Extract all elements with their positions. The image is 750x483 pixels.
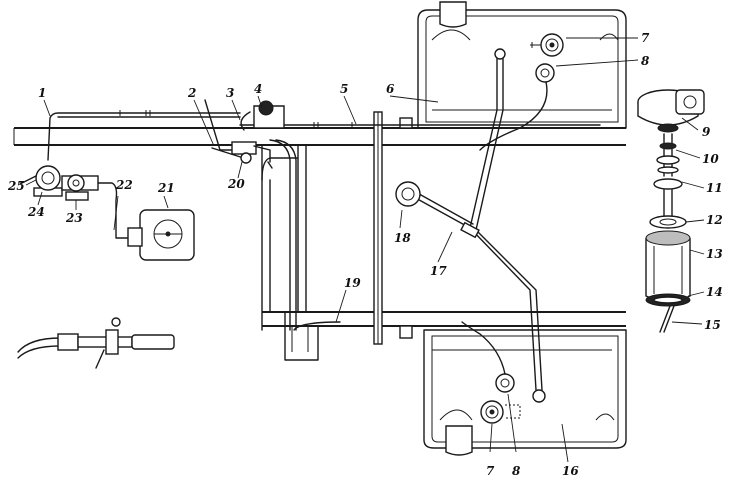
frame-rail-bottom <box>262 311 626 327</box>
callout-18: 18 <box>394 231 411 245</box>
callout-23: 23 <box>65 211 83 225</box>
main-fuel-line <box>47 110 601 161</box>
fuel-gauge-sender-lower <box>480 400 521 424</box>
hand-primer-pump <box>19 165 63 197</box>
rail-bracket <box>399 117 413 129</box>
callout-8-upper: 8 <box>641 54 650 68</box>
fuel-valve-upper <box>479 63 555 151</box>
callout-5: 5 <box>340 82 348 96</box>
fuel-valve-lower <box>495 373 515 393</box>
callout-10: 10 <box>702 152 719 166</box>
valve-assembly <box>204 99 297 331</box>
callout-11: 11 <box>706 181 723 195</box>
callout-1: 1 <box>38 86 46 100</box>
callout-22: 22 <box>115 178 133 192</box>
fuel-filter-23 <box>61 174 131 239</box>
callout-13: 13 <box>706 247 723 261</box>
fuel-gauge-sender-upper <box>530 33 564 57</box>
fuel-tap-18 <box>395 181 421 207</box>
callout-12: 12 <box>706 213 723 227</box>
callout-17: 17 <box>430 264 447 278</box>
callout-7-upper: 7 <box>641 31 650 45</box>
callout-21: 21 <box>157 181 175 195</box>
fuel-tank-lower <box>423 329 627 456</box>
rail-bracket <box>399 325 413 339</box>
callout-7-lower: 7 <box>486 464 495 478</box>
fuel-pickup-lines <box>411 48 546 403</box>
electric-fuel-pump-21 <box>127 209 195 261</box>
callout-24: 24 <box>27 205 45 219</box>
callout-2: 2 <box>187 86 196 100</box>
callout-25: 25 <box>7 179 25 193</box>
callout-15: 15 <box>704 318 721 332</box>
callout-19: 19 <box>344 276 361 290</box>
callout-4: 4 <box>254 82 262 96</box>
leader-lines <box>25 37 705 463</box>
hose-fitting-assembly <box>17 317 175 369</box>
filter-exploded-view <box>637 89 705 333</box>
callout-labels: 1 2 3 4 5 6 7 8 9 10 11 12 13 14 15 16 1… <box>7 31 723 478</box>
callout-6: 6 <box>386 82 395 96</box>
callout-14: 14 <box>706 285 723 299</box>
callout-9: 9 <box>702 125 711 139</box>
callout-20: 20 <box>227 177 245 191</box>
return-line-19 <box>293 321 341 331</box>
frame-rail-top <box>13 127 626 146</box>
callout-3: 3 <box>226 86 234 100</box>
callout-8-lower: 8 <box>512 464 521 478</box>
callout-16: 16 <box>562 464 579 478</box>
fuel-tank-upper <box>417 1 627 129</box>
